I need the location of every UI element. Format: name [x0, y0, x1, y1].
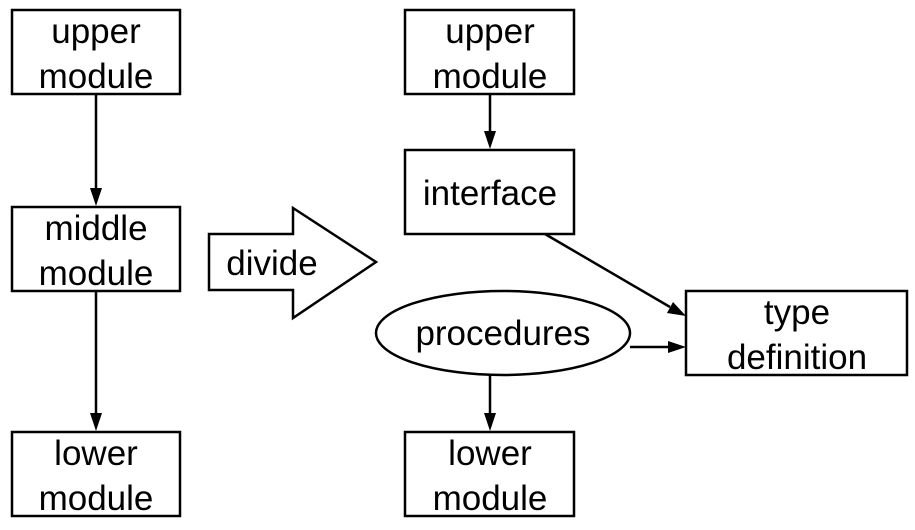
- left-middle-to-lower-edge: [90, 291, 102, 431]
- left-lower-module-line1: lower: [54, 434, 138, 473]
- right-upper-module-node: upper module: [403, 8, 576, 96]
- type-definition-line1: type: [764, 293, 830, 332]
- right-upper-module-line1: upper: [445, 12, 535, 51]
- right-upper-to-interface-edge: [484, 94, 496, 149]
- interface-node: interface: [403, 148, 576, 236]
- left-upper-to-middle-edge: [90, 94, 102, 206]
- right-lower-module-box: [403, 430, 576, 518]
- right-lower-module-line2: module: [433, 479, 548, 518]
- left-upper-module-box: [10, 8, 182, 96]
- procedures-ellipse: [374, 289, 632, 377]
- right-upper-module-line2: module: [433, 57, 548, 96]
- left-lower-module-line2: module: [39, 479, 154, 518]
- procedures-to-lower-arrowhead: [484, 413, 496, 431]
- procedures-node: procedures: [374, 289, 632, 377]
- left-upper-module-line1: upper: [51, 12, 141, 51]
- left-lower-module-node: lower module: [10, 430, 182, 518]
- left-upper-to-middle-arrowhead: [90, 188, 102, 206]
- procedures-to-lower-edge: [484, 375, 496, 431]
- left-middle-module-line2: module: [39, 254, 154, 293]
- left-middle-module-line1: middle: [44, 209, 147, 248]
- right-lower-module-line1: lower: [448, 434, 532, 473]
- left-middle-module-node: middle module: [10, 205, 182, 293]
- left-middle-to-lower-arrowhead: [90, 413, 102, 431]
- left-upper-module-line2: module: [39, 57, 154, 96]
- divide-arrow-label: divide: [226, 244, 317, 283]
- procedures-to-type-edge: [630, 341, 686, 353]
- interface-to-type-edge: [544, 232, 686, 316]
- left-upper-module-node: upper module: [10, 8, 182, 96]
- interface-to-type-line: [544, 232, 671, 309]
- right-upper-module-box: [403, 8, 576, 96]
- interface-label: interface: [423, 174, 557, 213]
- right-lower-module-node: lower module: [403, 430, 576, 518]
- procedures-label: procedures: [415, 314, 590, 353]
- interface-to-type-arrowhead: [667, 302, 686, 316]
- divide-arrow-shape: [207, 205, 379, 321]
- left-lower-module-box: [10, 430, 182, 518]
- left-middle-module-box: [10, 205, 182, 293]
- procedures-to-type-arrowhead: [668, 341, 686, 353]
- right-upper-to-interface-arrowhead: [484, 131, 496, 149]
- type-definition-node: type definition: [684, 289, 909, 377]
- type-definition-box: [684, 289, 909, 377]
- interface-box: [403, 148, 576, 236]
- type-definition-line2: definition: [727, 338, 867, 377]
- divide-arrow: divide: [207, 205, 379, 321]
